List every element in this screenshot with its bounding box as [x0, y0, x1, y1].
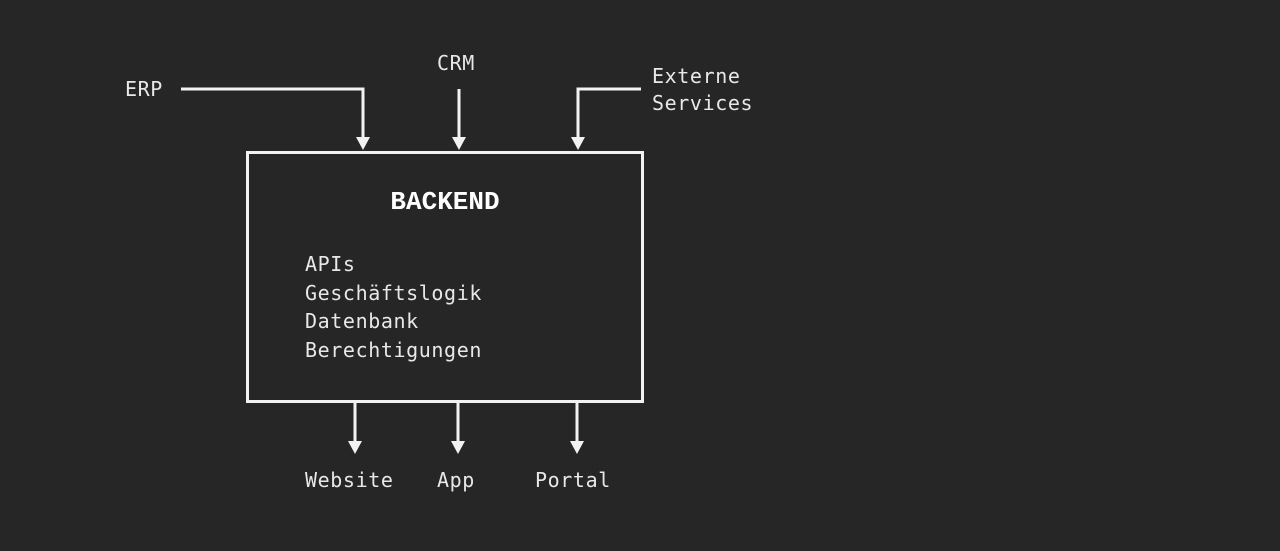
external-services-arrowhead: [571, 137, 585, 150]
erp-label: ERP: [125, 77, 163, 101]
website-arrowhead: [348, 441, 362, 454]
crm-label: CRM: [437, 51, 475, 75]
backend-component-database: Datenbank: [305, 309, 419, 333]
backend-box: BACKEND APIs Geschäftslogik Datenbank Be…: [246, 151, 644, 403]
backend-component-apis: APIs: [305, 252, 356, 276]
backend-title: BACKEND: [390, 187, 500, 217]
erp-connector-line: [181, 87, 365, 139]
portal-label: Portal: [535, 468, 611, 492]
external-services-label-line1: Externe: [652, 64, 741, 88]
erp-arrowhead: [356, 137, 370, 150]
portal-arrowhead: [570, 441, 584, 454]
app-label: App: [437, 468, 475, 492]
external-services-label-line2: Services: [652, 91, 754, 115]
external-services-connector-line: [576, 87, 641, 139]
app-arrowhead: [451, 441, 465, 454]
crm-arrowhead: [452, 137, 466, 150]
website-label: Website: [305, 468, 394, 492]
backend-component-business-logic: Geschäftslogik: [305, 280, 482, 305]
backend-component-permissions: Berechtigungen: [305, 337, 482, 362]
backend-component-list: APIs Geschäftslogik Datenbank Berechtigu…: [305, 250, 482, 364]
